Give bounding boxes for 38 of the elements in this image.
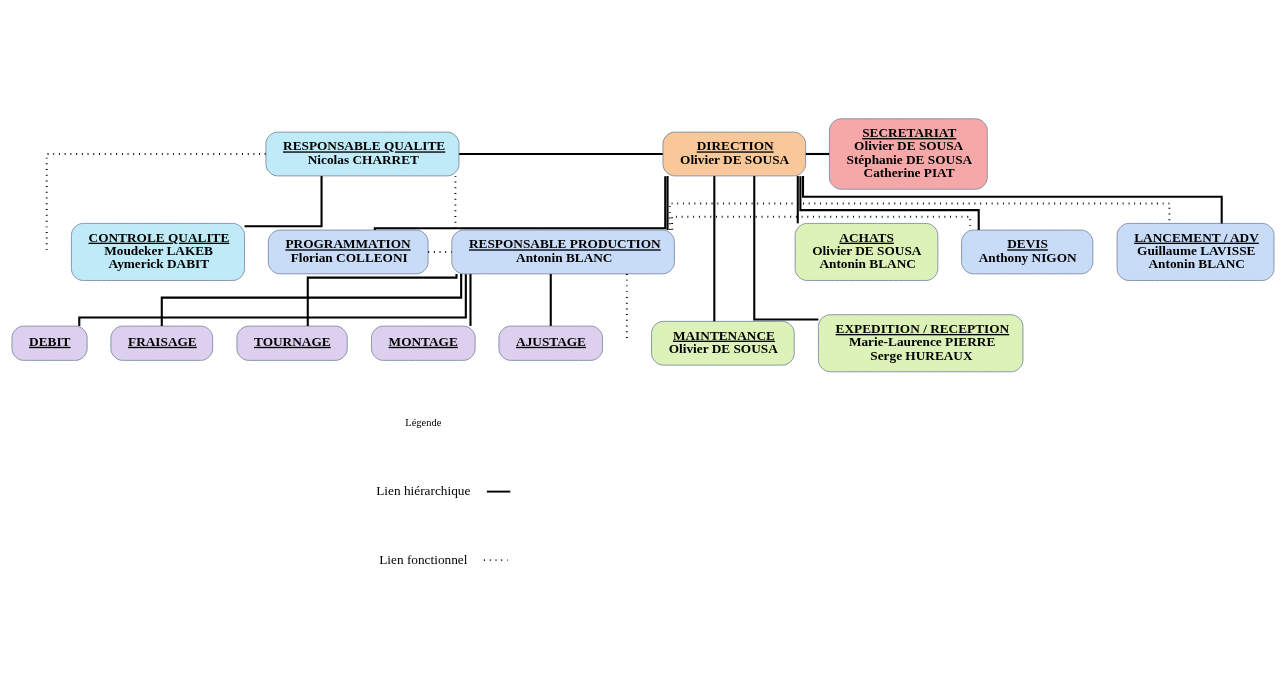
node-box: EXPEDITION / RECEPTION Marie-Laurence PIERRE Serge HUREAUX xyxy=(818,314,1024,373)
node-box: DEVIS Anthony NIGON xyxy=(961,229,1094,275)
connector xyxy=(459,152,663,156)
node-box: AJUSTAGE xyxy=(498,325,604,361)
node-box: RESPONSABLE QUALITE Nicolas CHARRET xyxy=(265,131,460,177)
connector xyxy=(713,176,716,322)
connector xyxy=(244,176,323,228)
connector xyxy=(427,251,453,253)
node-box: DEBIT xyxy=(11,325,88,361)
node-box: MAINTENANCE Olivier DE SOUSA xyxy=(651,320,795,366)
node-box: LANCEMENT / ADV Guillaume LAVISSE Antonin BLANC xyxy=(1116,222,1275,281)
connector xyxy=(796,176,799,224)
connector xyxy=(469,274,472,326)
connector xyxy=(805,152,830,156)
node-box: RESPONSABLE PRODUCTION Antonin BLANC xyxy=(451,229,675,275)
node-box: TOURNAGE xyxy=(236,325,348,361)
connector xyxy=(306,274,458,326)
connector xyxy=(801,175,1223,224)
connector xyxy=(668,202,1171,231)
connector xyxy=(78,274,467,326)
node-box: PROGRAMMATION Florian COLLEONI xyxy=(267,229,429,275)
connector xyxy=(549,274,552,326)
legend-label: Lien hiérarchique xyxy=(376,483,471,499)
node-box: DIRECTION Olivier DE SOUSA xyxy=(662,131,807,177)
legend-label: Lien fonctionnel xyxy=(379,551,468,567)
connector xyxy=(373,176,667,231)
node-box: ACHATS Olivier DE SOUSA Antonin BLANC xyxy=(794,222,939,281)
connector xyxy=(45,153,267,252)
label: Légende xyxy=(405,416,442,428)
node-box: CONTROLE QUALITE Moudeker LAKEB Aymerick DABIT xyxy=(70,222,245,281)
node-box: SECRETARIAT Olivier DE SOUSA Stéphanie DE SOUSA Catherine PIAT xyxy=(828,118,988,190)
connector xyxy=(160,273,463,326)
node-box: MONTAGE xyxy=(371,325,476,361)
connector xyxy=(799,176,980,231)
connector xyxy=(666,176,669,231)
connector xyxy=(671,215,972,231)
node-box: FRAISAGE xyxy=(110,325,214,361)
connector xyxy=(753,175,819,321)
